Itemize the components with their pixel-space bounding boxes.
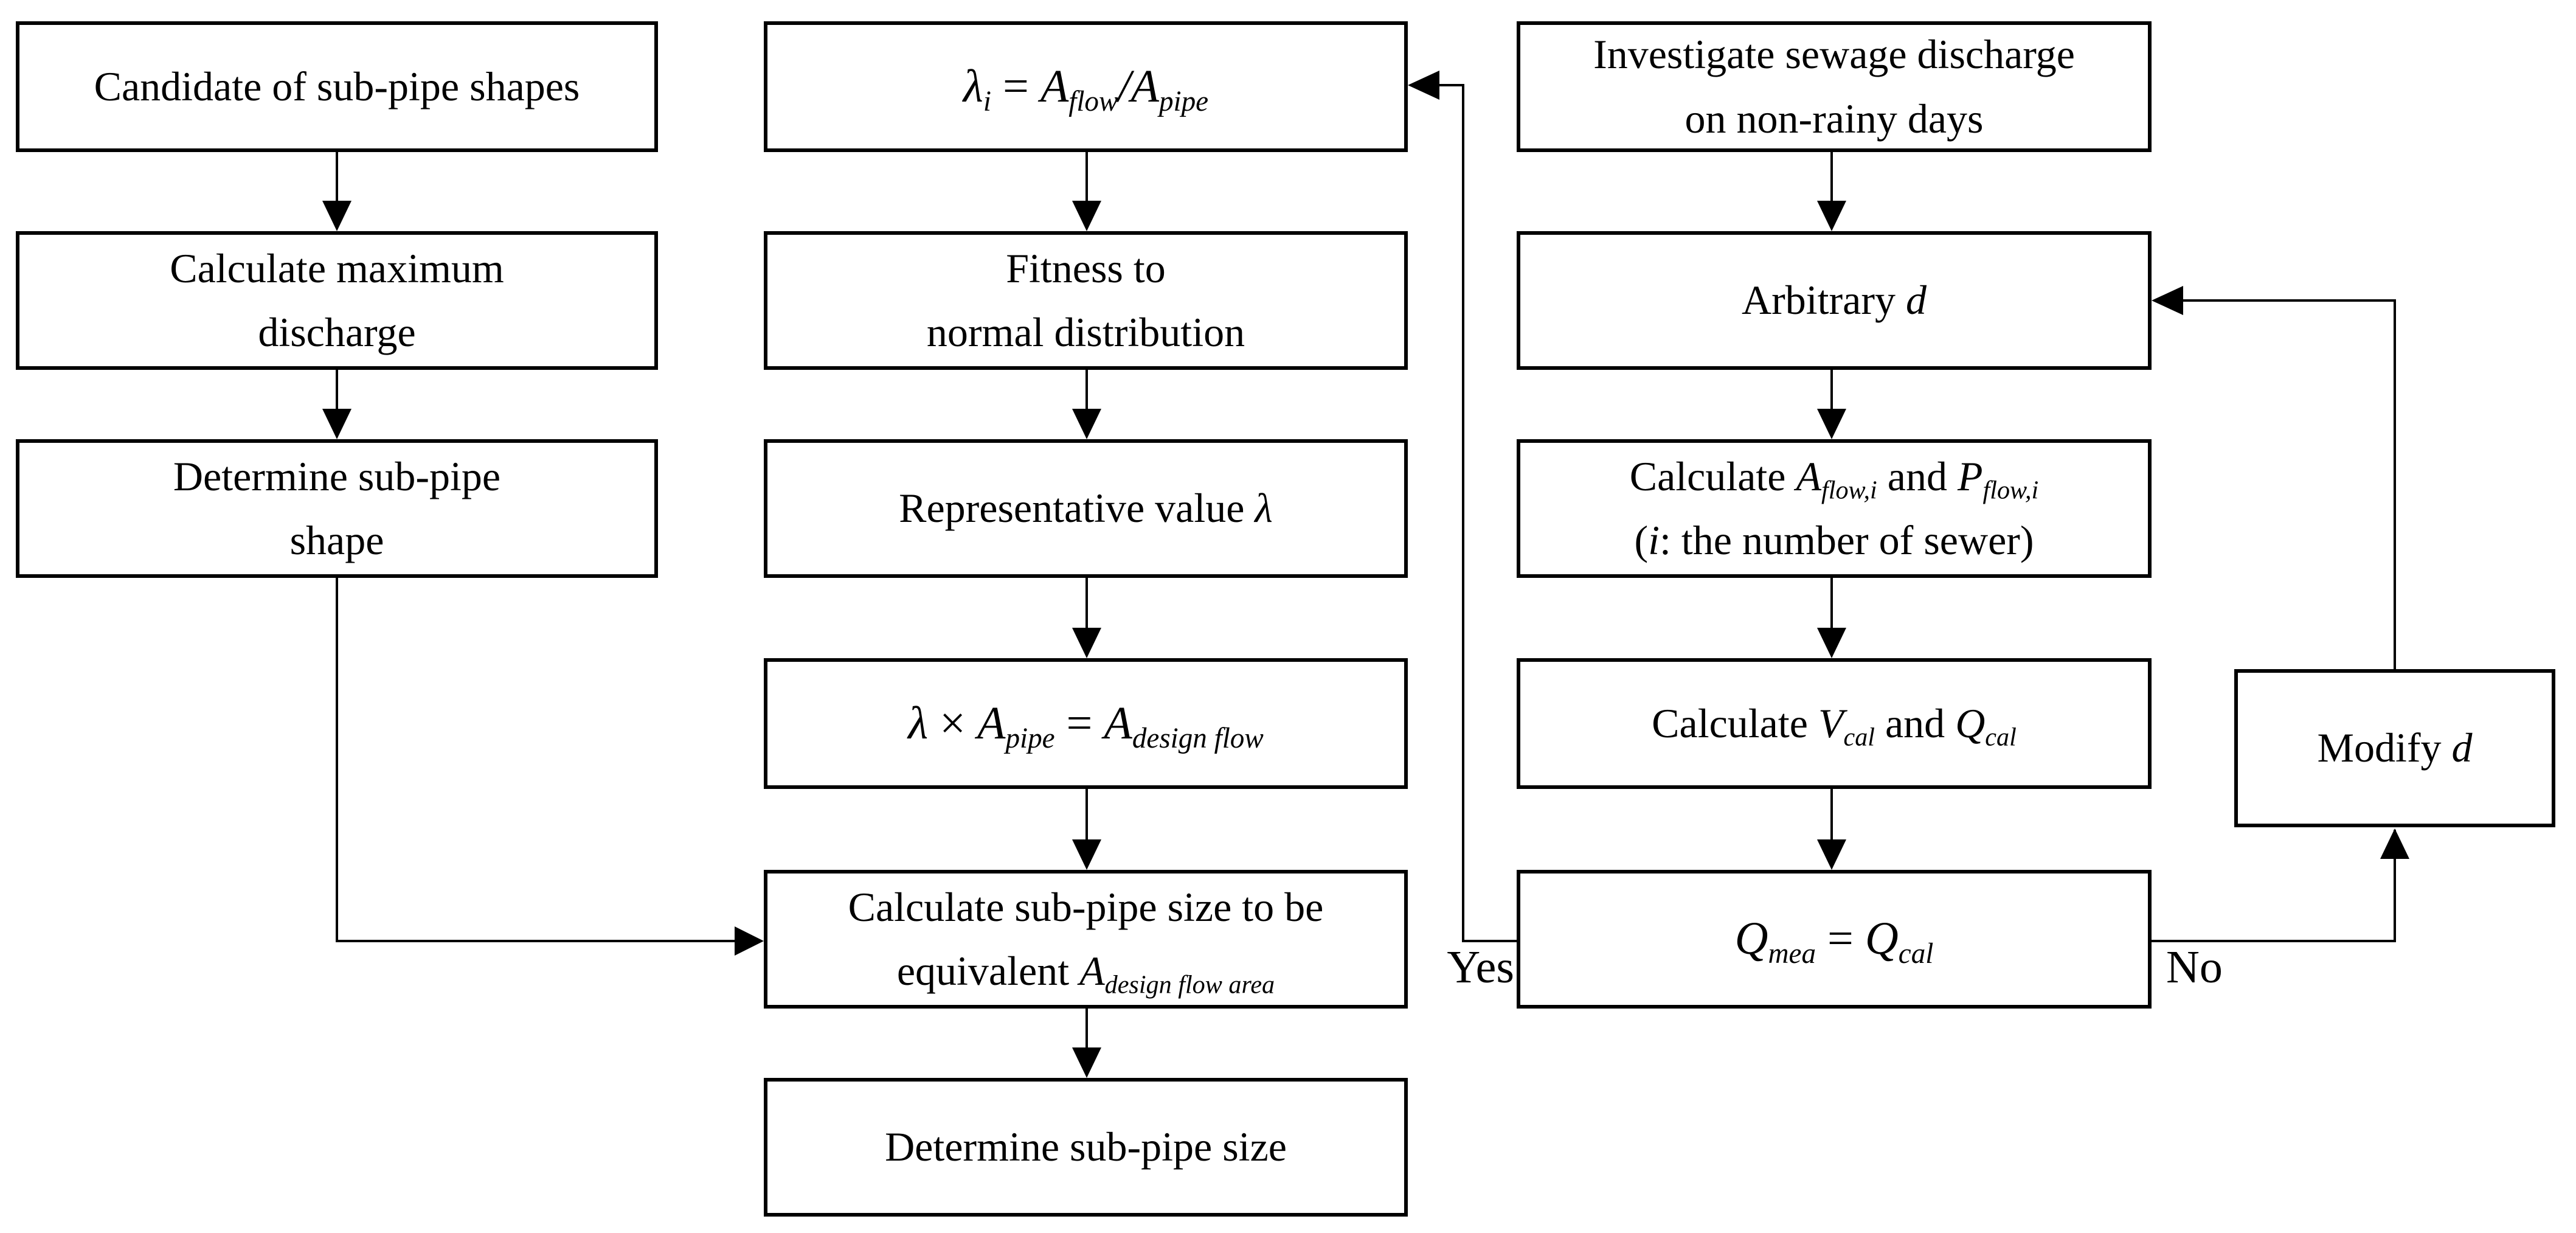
node-modify-d: Modify d	[2234, 669, 2555, 827]
arrowhead-down-icon	[1072, 409, 1101, 439]
node-calculate-aflow-pflow: Calculate Aflow,i and Pflow,i(i: the num…	[1517, 439, 2152, 578]
arrowhead-down-icon	[1072, 1047, 1101, 1078]
node-calculate-vcal-qcal: Calculate Vcal and Qcal	[1517, 658, 2152, 789]
arrowhead-down-icon	[1072, 201, 1101, 231]
node-representative-value-lambda: Representative value λ	[764, 439, 1408, 578]
arrowhead-down-icon	[322, 201, 351, 231]
arrowhead-right-icon	[735, 926, 764, 956]
node-candidate-sub-pipe-shapes: Candidate of sub-pipe shapes	[16, 21, 658, 152]
arrowhead-left-icon	[1408, 71, 1439, 100]
node-arbitrary-d: Arbitrary d	[1517, 231, 2152, 370]
arrowhead-up-icon	[2380, 828, 2409, 859]
arrowhead-down-icon	[322, 409, 351, 439]
arrowhead-down-icon	[1817, 201, 1846, 231]
edge-label-yes: Yes	[1447, 942, 1514, 993]
arrowhead-down-icon	[1817, 839, 1846, 870]
arrowhead-left-icon	[2152, 286, 2183, 315]
arrowhead-down-icon	[1072, 839, 1101, 870]
connector-modify-d-to-arbitrary-d	[2154, 299, 2396, 669]
arrowhead-down-icon	[1817, 628, 1846, 658]
connector-no-to-modify-d	[2152, 830, 2396, 942]
connector-yes-feedback	[1410, 84, 1517, 942]
node-design-flow-formula: λ × Apipe = Adesign flow	[764, 658, 1408, 789]
arrowhead-down-icon	[1817, 409, 1846, 439]
edge-label-no: No	[2166, 942, 2223, 993]
node-lambda-ratio-formula: λi = Aflow/Apipe	[764, 21, 1408, 152]
connector-determine-shape-to-calc-subpipe	[336, 578, 761, 942]
arrowhead-down-icon	[1072, 628, 1101, 658]
node-determine-sub-pipe-size: Determine sub-pipe size	[764, 1078, 1408, 1217]
node-qmea-equals-qcal: Qmea = Qcal	[1517, 870, 2152, 1009]
